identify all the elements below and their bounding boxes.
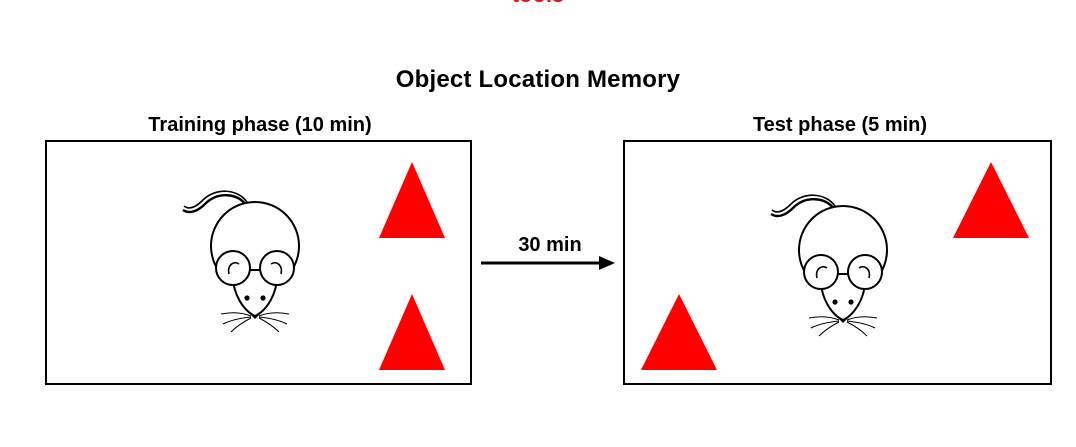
triangle-icon — [641, 294, 717, 370]
mouse-icon — [770, 194, 888, 337]
clipped-heading: tools — [0, 0, 1076, 4]
training-arena — [45, 140, 472, 385]
triangle-icon — [953, 162, 1029, 238]
test-arena — [623, 140, 1052, 385]
diagram-title: Object Location Memory — [395, 66, 681, 93]
arrow-right-icon — [481, 256, 615, 270]
triangle-icon — [379, 294, 445, 370]
mouse-icon — [182, 190, 300, 333]
training-phase-label: Training phase (10 min) — [148, 114, 372, 136]
triangle-icon — [379, 162, 445, 238]
interval-label: 30 min — [518, 234, 582, 256]
test-phase-label: Test phase (5 min) — [752, 114, 928, 136]
